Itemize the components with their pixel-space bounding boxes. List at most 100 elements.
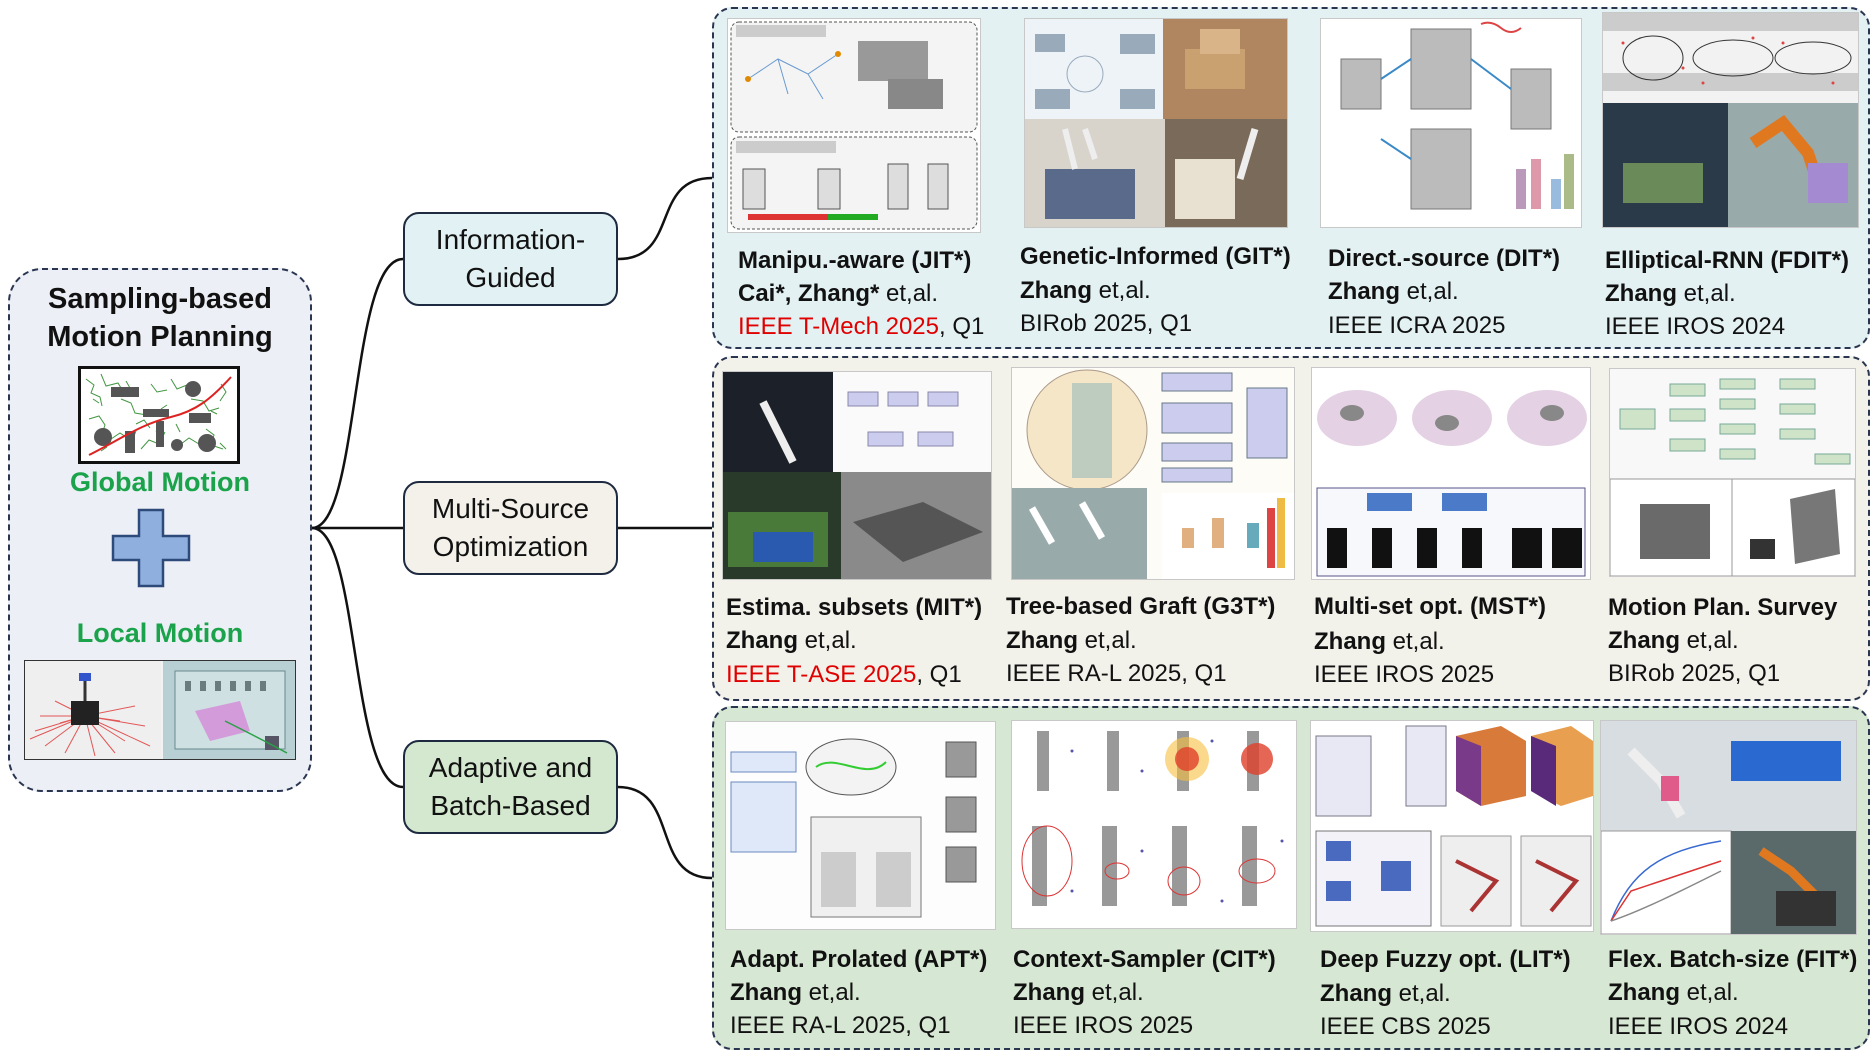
paper-authors: Zhang et,al.	[1605, 277, 1736, 310]
authors-rest: et,al.	[1078, 627, 1137, 654]
authors-bold: Zhang	[730, 979, 802, 1006]
authors-bold: Zhang	[1608, 979, 1680, 1006]
authors-bold: Zhang	[726, 627, 798, 654]
paper-venue: BIRob 2025, Q1	[1608, 657, 1780, 690]
root-title-line2: Motion Planning	[47, 321, 273, 353]
paper-title: Tree-based Graft (G3T*)	[1006, 593, 1276, 620]
authors-rest: et,al.	[1085, 979, 1144, 1006]
authors-rest: et,al.	[798, 627, 857, 654]
global-motion-map-image	[78, 366, 240, 464]
paper-figure-cit	[1011, 720, 1297, 929]
paper-authors: Zhang et,al.	[1020, 274, 1151, 307]
paper-figure-survey	[1609, 368, 1856, 577]
paper-figure-jit	[727, 18, 981, 233]
category-label: Adaptive and	[428, 752, 593, 783]
authors-bold: Zhang	[1608, 627, 1680, 654]
local-motion-image	[24, 660, 296, 760]
category-label: Batch-Based	[430, 790, 591, 821]
paper-title: Flex. Batch-size (FIT*)	[1608, 946, 1858, 973]
plus-icon	[111, 508, 191, 588]
authors-bold: Zhang	[1013, 979, 1085, 1006]
authors-rest: et,al.	[879, 280, 939, 307]
paper-authors: Zhang et,al.	[1006, 624, 1137, 657]
paper-venue: IEEE IROS 2025	[1314, 658, 1494, 691]
authors-rest: et,al.	[1680, 979, 1739, 1006]
paper-figure-apt	[725, 721, 996, 930]
paper-title: Deep Fuzzy opt. (LIT*)	[1320, 946, 1571, 973]
authors-rest: et,al.	[1392, 980, 1451, 1007]
venue-rest: IEEE RA-L 2025, Q1	[1006, 660, 1227, 687]
paper-venue: IEEE IROS 2024	[1605, 310, 1785, 343]
venue-rest: IEEE IROS 2025	[1314, 661, 1495, 688]
venue-highlight: IEEE T-Mech 2025	[738, 313, 939, 340]
paper-authors: Zhang et,al.	[1320, 977, 1451, 1010]
venue-rest: BIRob 2025, Q1	[1020, 310, 1193, 337]
venue-rest: , Q1	[916, 661, 962, 688]
paper-title: Adapt. Prolated (APT*)	[730, 946, 988, 973]
root-title-line1: Sampling-based	[48, 283, 272, 315]
category-label: Optimization	[432, 531, 589, 562]
global-motion-label: Global Motion	[70, 467, 250, 497]
paper-authors: Zhang et,al.	[1608, 624, 1739, 657]
paper-venue: IEEE T-Mech 2025, Q1	[738, 310, 984, 343]
paper-figure-fdit	[1602, 12, 1859, 228]
paper-figure-mit	[722, 371, 992, 580]
authors-rest: et,al.	[1680, 627, 1739, 654]
venue-rest: IEEE IROS 2024	[1605, 313, 1786, 340]
paper-venue: IEEE IROS 2024	[1608, 1010, 1788, 1043]
paper-title: Multi-set opt. (MST*)	[1314, 593, 1546, 620]
authors-bold: Zhang	[1328, 278, 1400, 305]
venue-rest: IEEE RA-L 2025, Q1	[730, 1012, 951, 1039]
authors-rest: et,al.	[1400, 278, 1459, 305]
authors-rest: et,al.	[1386, 628, 1445, 655]
paper-authors: Zhang et,al.	[1608, 976, 1739, 1009]
venue-highlight: IEEE T-ASE 2025	[726, 661, 917, 688]
paper-title: Genetic-Informed (GIT*)	[1020, 243, 1291, 270]
venue-rest: IEEE IROS 2024	[1608, 1013, 1789, 1040]
paper-title: Direct.-source (DIT*)	[1328, 245, 1561, 272]
authors-bold: Zhang	[1020, 277, 1092, 304]
paper-authors: Cai*, Zhang* et,al.	[738, 277, 938, 310]
authors-bold: Zhang	[1320, 980, 1392, 1007]
category-label: Information-	[435, 224, 586, 255]
authors-rest: et,al.	[802, 979, 861, 1006]
authors-bold: Zhang	[1006, 627, 1078, 654]
paper-figure-git	[1024, 18, 1288, 228]
venue-rest: IEEE ICRA 2025	[1328, 312, 1506, 339]
paper-figure-lit	[1310, 720, 1594, 932]
paper-venue: BIRob 2025, Q1	[1020, 307, 1192, 340]
paper-figure-dit	[1320, 18, 1582, 228]
paper-venue: IEEE T-ASE 2025, Q1	[726, 658, 962, 691]
category-information-guided[interactable]: Information-Guided	[403, 212, 618, 306]
paper-figure-mst	[1311, 367, 1591, 580]
paper-authors: Zhang et,al.	[730, 976, 861, 1009]
paper-figure-g3t	[1011, 367, 1295, 580]
authors-bold: Zhang	[1314, 628, 1386, 655]
paper-venue: IEEE IROS 2025	[1013, 1009, 1193, 1042]
paper-title: Context-Sampler (CIT*)	[1013, 946, 1276, 973]
root-title: Sampling-based Motion Planning	[8, 280, 312, 356]
paper-venue: IEEE RA-L 2025, Q1	[1006, 657, 1227, 690]
paper-venue: IEEE CBS 2025	[1320, 1010, 1491, 1043]
paper-title: Motion Plan. Survey	[1608, 594, 1838, 621]
paper-title: Elliptical-RNN (FDIT*)	[1605, 247, 1849, 274]
paper-authors: Zhang et,al.	[1314, 625, 1445, 658]
paper-venue: IEEE ICRA 2025	[1328, 309, 1505, 342]
paper-title: Manipu.-aware (JIT*)	[738, 247, 972, 274]
paper-authors: Zhang et,al.	[1013, 976, 1144, 1009]
paper-venue: IEEE RA-L 2025, Q1	[730, 1009, 951, 1042]
venue-rest: IEEE IROS 2025	[1013, 1012, 1194, 1039]
paper-figure-fit	[1600, 720, 1857, 935]
authors-bold: Cai*, Zhang*	[738, 280, 880, 307]
local-motion-label: Local Motion	[76, 618, 244, 648]
paper-title: Estima. subsets (MIT*)	[726, 594, 983, 621]
venue-rest: , Q1	[939, 313, 985, 340]
venue-rest: BIRob 2025, Q1	[1608, 660, 1781, 687]
authors-bold: Zhang	[1605, 280, 1677, 307]
paper-authors: Zhang et,al.	[1328, 275, 1459, 308]
venue-rest: IEEE CBS 2025	[1320, 1013, 1491, 1040]
authors-rest: et,al.	[1677, 280, 1736, 307]
